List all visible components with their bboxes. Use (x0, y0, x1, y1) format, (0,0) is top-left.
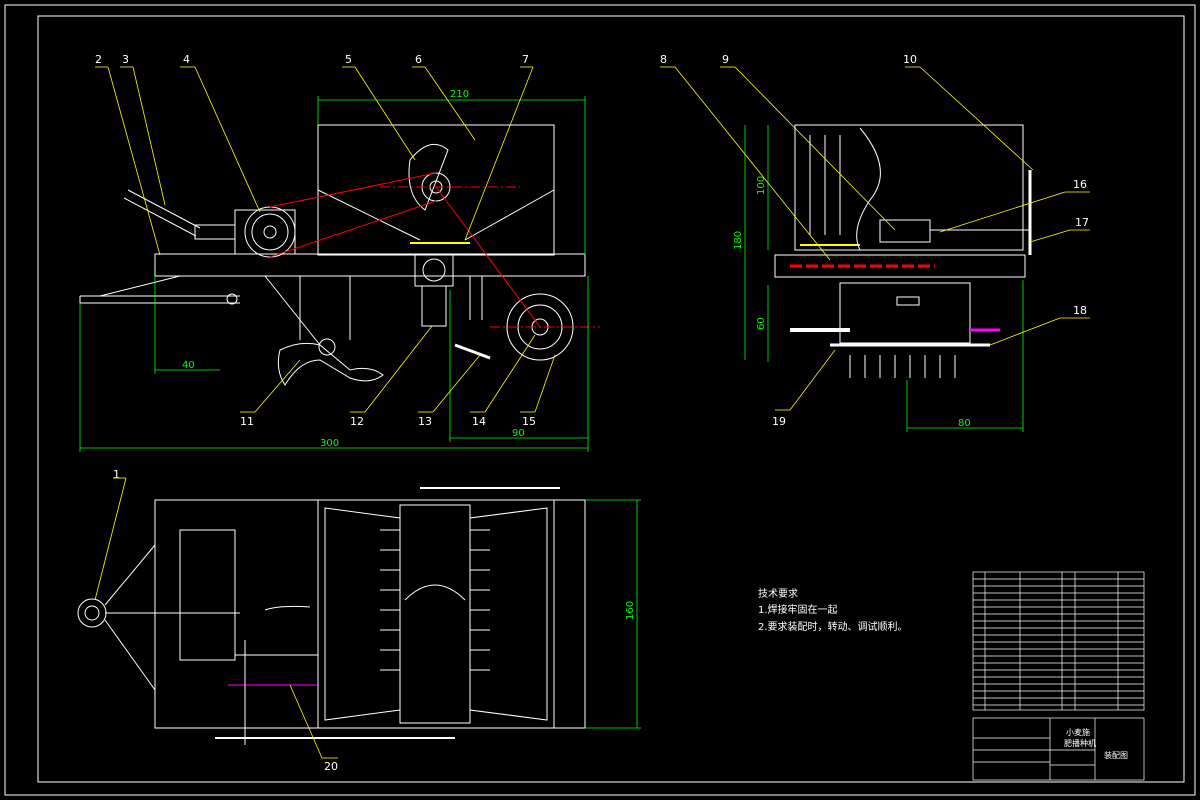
callout-9: 9 (722, 53, 729, 66)
callout-7: 7 (522, 53, 529, 66)
hitch-pin (226, 293, 238, 305)
hopper-slope-right (464, 189, 555, 241)
callout-20: 20 (324, 760, 338, 773)
drive-sprocket-hub (263, 225, 277, 239)
callout-17: 17 (1075, 216, 1089, 229)
title-name-line-1: 小麦施 (1066, 727, 1090, 737)
title-block (972, 717, 1145, 781)
press-lever (454, 343, 491, 360)
dim-90: 90 (512, 428, 525, 439)
front-view (79, 124, 600, 386)
hitch-brace (99, 275, 181, 297)
sheet-outer-border (4, 4, 1196, 796)
callout-2: 2 (95, 53, 102, 66)
notes-line-2: 2.要求装配时，转动、调试顺利。 (758, 620, 908, 633)
callout-5: 5 (345, 53, 352, 66)
notes-line-1: 1.焊接牢固在一起 (758, 603, 838, 616)
top-sprocket-housing (179, 529, 236, 661)
hitch-ring (77, 598, 107, 628)
opener-link (264, 275, 321, 346)
top-hopper-left-slope (324, 507, 401, 721)
callout-6: 6 (415, 53, 422, 66)
handle-coupling (194, 224, 236, 240)
callout-10: 10 (903, 53, 917, 66)
sheet-inner-border (37, 15, 1185, 783)
hitch-ring-inner (84, 605, 100, 621)
handle-arm-top (127, 189, 201, 229)
callout-4: 4 (183, 53, 190, 66)
callout-16: 16 (1073, 178, 1087, 191)
callout-14: 14 (472, 415, 486, 428)
top-lever (264, 605, 311, 611)
side-hopper-curve (856, 127, 881, 251)
top-hopper-slot (399, 504, 471, 724)
dim-160: 160 (625, 601, 636, 620)
dim-180: 180 (733, 231, 744, 250)
top-view-dimensions (585, 499, 641, 729)
callout-19: 19 (772, 415, 786, 428)
top-frame (154, 499, 586, 729)
dim-80: 80 (958, 418, 971, 429)
callout-3: 3 (122, 53, 129, 66)
dim-60: 60 (756, 317, 767, 330)
callout-11: 11 (240, 415, 254, 428)
gearbox-hub (422, 258, 446, 282)
dim-40: 40 (182, 360, 195, 371)
drive-sprocket-inner (251, 213, 289, 251)
side-gearbox (879, 219, 931, 243)
main-frame-beam (154, 253, 586, 277)
side-view (774, 124, 1032, 378)
callout-1: 1 (113, 468, 120, 481)
side-hopper (794, 124, 1024, 251)
wheel-chain (435, 186, 541, 328)
dim-100: 100 (756, 176, 767, 195)
top-hopper-arc (404, 584, 466, 601)
callout-12: 12 (350, 415, 364, 428)
hitch-arm-upper (104, 544, 156, 606)
hopper-slope-left (317, 189, 421, 241)
side-frame-beam (774, 254, 1026, 278)
leader-lines (94, 66, 1090, 759)
top-view (77, 487, 586, 745)
opener-pivot (318, 338, 336, 356)
front-view-dimensions (79, 96, 589, 452)
hitch-arm-lower (104, 619, 156, 691)
notes-title: 技术要求 (758, 587, 798, 600)
callout-13: 13 (418, 415, 432, 428)
title-drawing-type: 装配图 (1104, 750, 1128, 760)
seed-metering-wheel (408, 143, 449, 211)
chain-upper (269, 172, 437, 208)
furrow-opener (277, 342, 384, 386)
callout-18: 18 (1073, 304, 1087, 317)
side-view-dimensions (744, 125, 1024, 432)
parts-list (972, 571, 1145, 711)
side-opener-assembly (839, 282, 971, 344)
dim-300: 300 (320, 438, 339, 449)
side-clamp (896, 296, 920, 306)
callout-8: 8 (660, 53, 667, 66)
chain-lower (269, 200, 437, 258)
callout-15: 15 (522, 415, 536, 428)
title-block-frame (972, 717, 1145, 781)
ground-wheel (506, 293, 574, 361)
top-hopper (317, 499, 555, 729)
handle-arm-bottom (123, 197, 197, 237)
top-hopper-right-slope (469, 507, 548, 721)
dim-210: 210 (450, 89, 469, 100)
sprocket-housing (234, 209, 296, 255)
parts-list-frame (972, 571, 1145, 711)
title-name-line-2: 肥播种机 (1064, 738, 1096, 748)
fertilizer-tube (421, 285, 447, 327)
